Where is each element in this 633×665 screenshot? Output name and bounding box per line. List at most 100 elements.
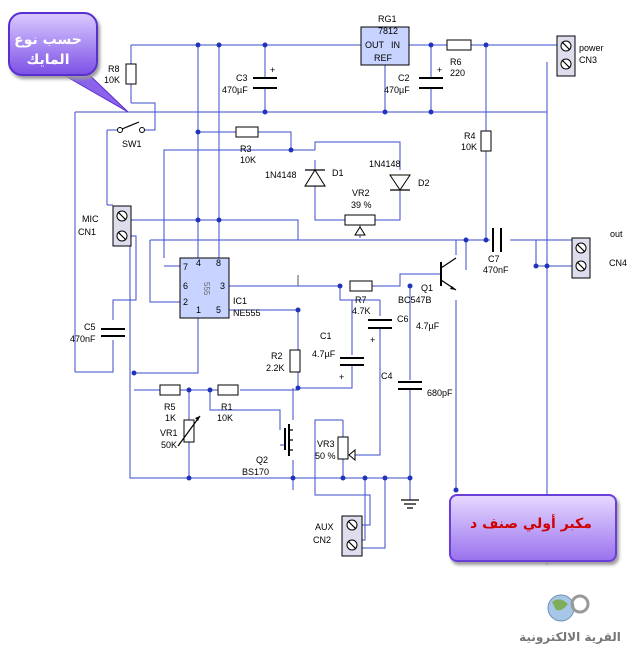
c3-plus: +: [270, 65, 275, 75]
wires: [74, 44, 572, 565]
c3-ref: C3: [236, 73, 248, 83]
c1-ref: C1: [320, 331, 332, 341]
sw1-ref: SW1: [122, 139, 142, 149]
resistor-r3: R3 10K: [235, 126, 259, 165]
rg1-value: 7812: [378, 26, 398, 36]
c6-value: 4.7µF: [416, 321, 440, 331]
capacitor-c6: + C6 4.7µF: [368, 314, 440, 345]
d2-ref: D2: [418, 178, 430, 188]
ic1-pin-3: 3: [220, 281, 225, 291]
connector-out: out CN4: [571, 229, 627, 279]
r2-value: 2.2K: [266, 363, 285, 373]
resistor-r7: R7 4.7K: [349, 280, 373, 316]
ground-symbol: [401, 499, 419, 509]
ic1-pin-5: 5: [216, 305, 221, 315]
r8-value: 10K: [104, 75, 120, 85]
callout-bubble: [8, 12, 98, 76]
vr3-ref: VR3: [317, 439, 335, 449]
mic-name: MIC: [82, 214, 99, 224]
diode-d1: 1N4148 D1: [265, 168, 344, 187]
transistor-q2: Q2 BS170: [242, 424, 293, 477]
capacitor-c7: C7 470nF: [483, 228, 509, 275]
title-box: [449, 494, 617, 562]
resistor-r1: R1 10K: [217, 384, 239, 423]
q2-ref: Q2: [256, 455, 268, 465]
resistor-r4: R4 10K: [461, 130, 492, 152]
ic1-ne555: 7 4 8 6 3 2 1 5 555 IC1 NE555: [179, 257, 261, 319]
capacitor-c4: C4 680pF: [381, 371, 453, 398]
aux-ref: CN2: [313, 535, 331, 545]
c6-ref: C6: [397, 314, 409, 324]
vr1-ref: VR1: [160, 428, 178, 438]
rg1-pin-ref: REF: [374, 53, 393, 63]
resistor-r8: R8 10K: [104, 63, 137, 85]
potentiometer-vr1: VR1 50K: [160, 415, 201, 450]
mic-ref: CN1: [78, 227, 96, 237]
ic1-pin-4: 4: [196, 258, 201, 268]
logo-text: القرية الالكترونية: [519, 630, 621, 644]
r7-value: 4.7K: [352, 306, 371, 316]
power-ref: CN3: [579, 55, 597, 65]
junctions: [131, 42, 550, 493]
r8-ref: R8: [108, 64, 120, 74]
ic1-ref: IC1: [233, 296, 247, 306]
connector-mic: MIC CN1: [78, 205, 132, 247]
r2-ref: R2: [271, 351, 283, 361]
capacitor-c1: + C1 4.7µF: [312, 331, 364, 382]
capacitor-c2: + C2 470µF: [384, 65, 443, 95]
r4-value: 10K: [461, 142, 477, 152]
switch-sw1: SW1: [117, 121, 145, 149]
rg1-pin-in: IN: [391, 40, 400, 50]
rg1-pin-out: OUT: [365, 40, 385, 50]
c2-ref: C2: [398, 73, 410, 83]
c1-value: 4.7µF: [312, 349, 336, 359]
c3-value: 470µF: [222, 85, 248, 95]
d1-ref: D1: [332, 168, 344, 178]
c5-ref: C5: [84, 322, 96, 332]
c2-plus: +: [437, 65, 442, 75]
vr3-value: 50 %: [315, 451, 336, 461]
d1-value: 1N4148: [265, 170, 297, 180]
q1-value: BC547B: [398, 295, 432, 305]
regulator-rg1: OUT IN REF RG1 7812: [360, 14, 410, 66]
resistor-r6: R6 220: [446, 39, 472, 78]
r7-ref: R7: [355, 295, 367, 305]
vr2-ref: VR2: [352, 188, 370, 198]
out-ref: CN4: [609, 258, 627, 268]
r1-value: 10K: [217, 413, 233, 423]
r1-ref: R1: [221, 402, 233, 412]
c6-plus: +: [370, 335, 375, 345]
ic1-pin-7: 7: [183, 262, 188, 272]
c4-ref: C4: [381, 371, 393, 381]
r3-value: 10K: [240, 155, 256, 165]
diode-d2: 1N4148 D2: [369, 159, 430, 191]
r5-value: 1K: [165, 413, 176, 423]
q1-ref: Q1: [421, 283, 433, 293]
c7-ref: C7: [488, 254, 500, 264]
transistor-q1: Q1 BC547B: [398, 257, 457, 305]
q2-value: BS170: [242, 467, 269, 477]
connector-power: power CN3: [556, 35, 604, 77]
rg1-ref: RG1: [378, 14, 397, 24]
c2-value: 470µF: [384, 85, 410, 95]
c7-value: 470nF: [483, 265, 509, 275]
capacitor-c3: + C3 470µF: [222, 65, 277, 95]
ic1-value: NE555: [233, 308, 261, 318]
ic1-pin-2: 2: [183, 297, 188, 307]
resistor-r5: R5 1K: [159, 384, 181, 423]
out-name: out: [610, 229, 623, 239]
connector-aux: AUX CN2: [313, 515, 363, 557]
diagram-title: مكبر أولي صنف د: [470, 516, 592, 532]
ic1-pin-6: 6: [183, 281, 188, 291]
logo-globe-icon: [547, 594, 590, 622]
vr1-value: 50K: [161, 440, 177, 450]
r3-ref: R3: [240, 144, 252, 154]
ic1-pin-1: 1: [196, 305, 201, 315]
r6-value: 220: [450, 68, 465, 78]
ic1-pin-8: 8: [216, 258, 221, 268]
r4-ref: R4: [464, 131, 476, 141]
c4-value: 680pF: [427, 388, 453, 398]
r5-ref: R5: [164, 402, 176, 412]
callout-text: حسب نوع المايك: [14, 32, 82, 68]
